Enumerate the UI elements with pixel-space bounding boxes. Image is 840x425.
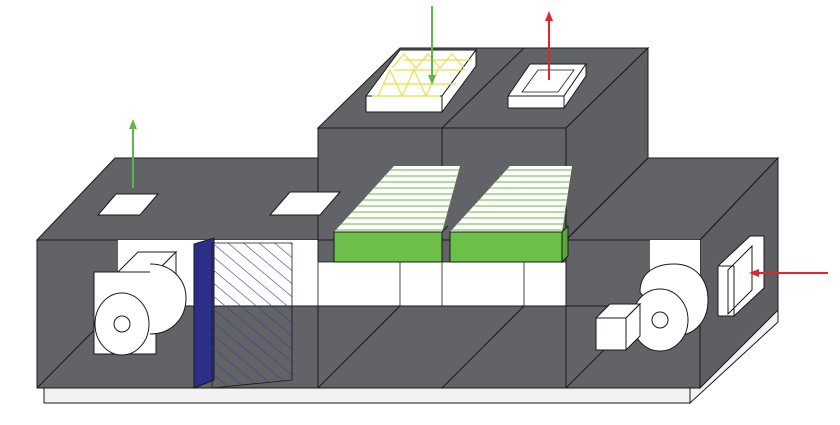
cooling-coil-right — [449, 166, 572, 264]
relief-air-opening — [96, 193, 160, 216]
exhaust-air-outlet — [507, 62, 587, 110]
filter-section — [193, 237, 293, 389]
cooling-coil-left — [333, 166, 460, 263]
outdoor-air-intake-filter — [365, 48, 477, 114]
mixing-air-opening — [268, 191, 342, 216]
base-skid — [43, 308, 779, 405]
return-air-inlet — [717, 235, 765, 317]
return-fan — [93, 250, 187, 356]
supply-fan — [594, 263, 709, 352]
